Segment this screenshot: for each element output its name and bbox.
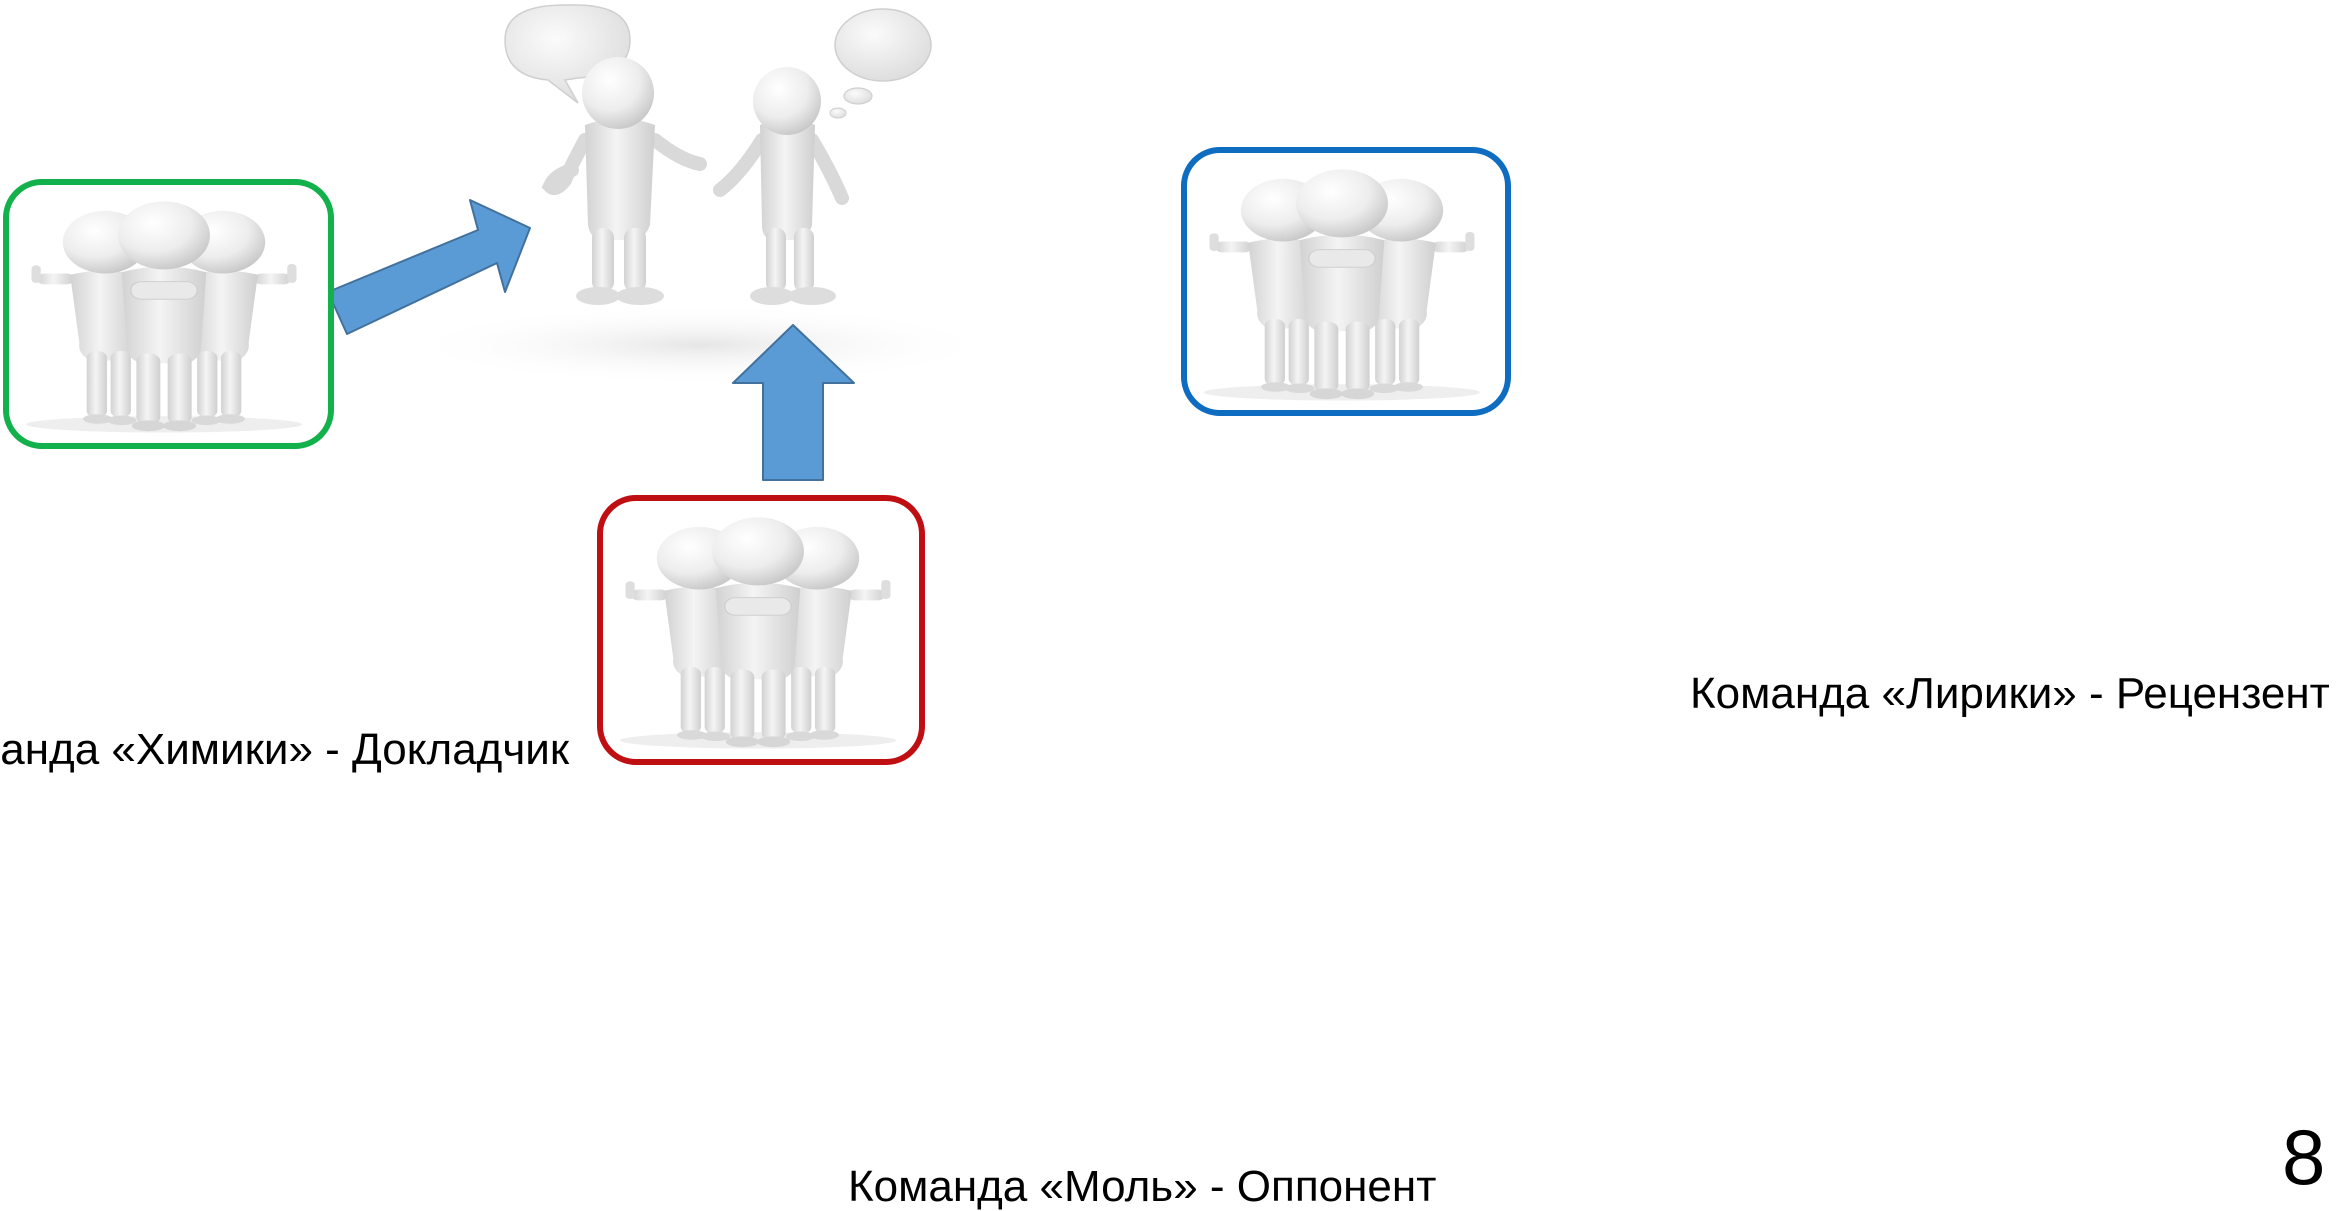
conversation-illustration (400, 4, 1000, 385)
page-number: 8 (2282, 1113, 2326, 1201)
team-card-lyricists (1181, 147, 1511, 416)
speech-bubble-icon (504, 4, 631, 104)
listener-figure-icon (713, 67, 849, 305)
speaker-figure-icon (541, 57, 707, 305)
thought-bubble-icon (829, 8, 932, 119)
team-card-moth (597, 495, 925, 765)
team-card-chemists (3, 179, 334, 449)
arrow-up-icon (732, 324, 855, 481)
team-label-lyricists: Команда «Лирики» - Рецензент (1690, 669, 2330, 718)
floor-shadow (400, 305, 1000, 385)
arrow-up-right-icon (327, 199, 531, 335)
team-label-moth: Команда «Моль» - Оппонент (848, 1162, 1437, 1211)
team-label-chemists: манда «Химики» - Докладчик (0, 725, 570, 774)
